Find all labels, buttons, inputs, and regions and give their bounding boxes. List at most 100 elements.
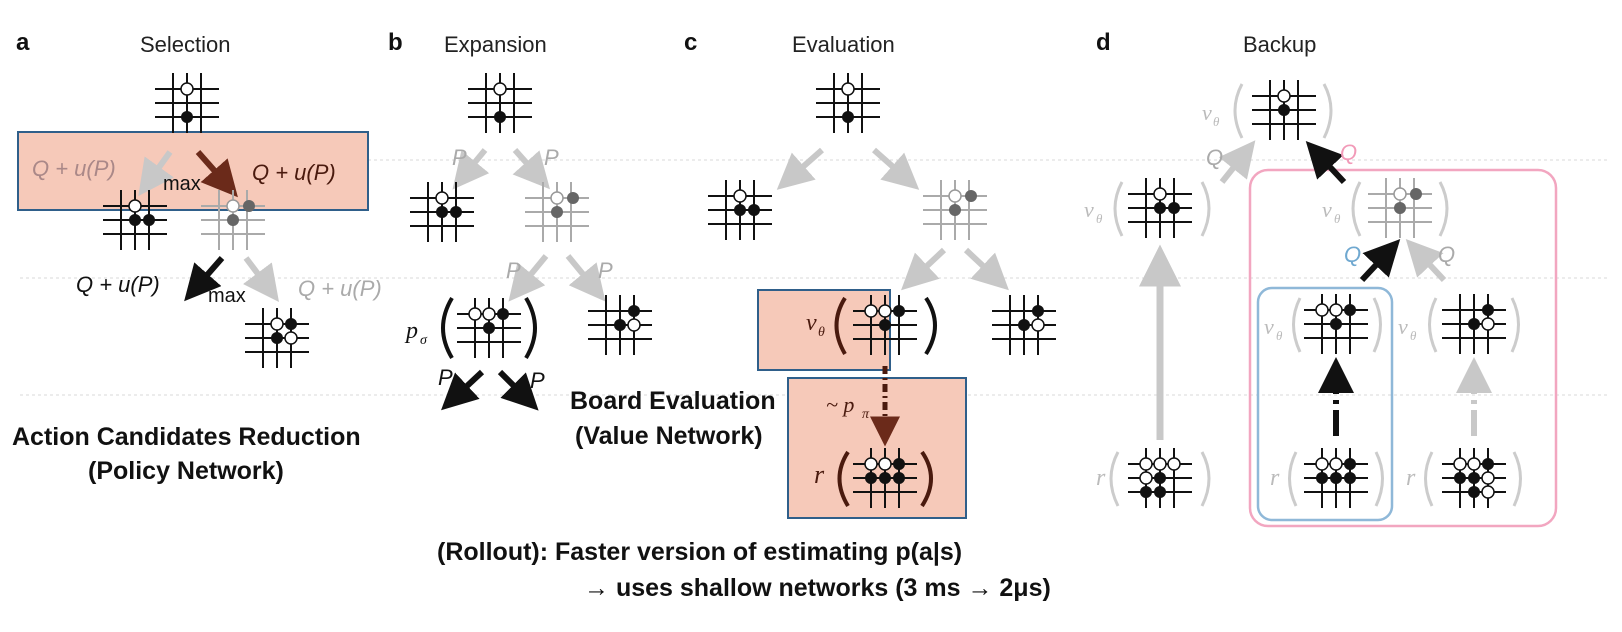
board-icon: [852, 447, 918, 509]
backup-arrow: [1218, 140, 1256, 184]
theta-subscript: θ: [1096, 211, 1103, 226]
q-label: Q: [1340, 140, 1357, 165]
open-paren: [1109, 451, 1120, 507]
theta-subscript: θ: [1410, 328, 1417, 343]
v-theta-label: v: [1322, 197, 1332, 222]
r-label: r: [1270, 465, 1280, 491]
board-icon: [587, 294, 653, 356]
gray-arrow: [138, 150, 174, 197]
panel-c-title: Evaluation: [792, 32, 895, 57]
board-icon: [922, 179, 988, 241]
blue-backup-box: [1256, 286, 1394, 522]
max-label: max: [163, 173, 201, 195]
gray-arrow: [508, 254, 549, 302]
rollout-label: (Rollout): Faster version of estimating …: [437, 538, 962, 566]
p-label: P: [598, 258, 613, 283]
gray-arrow: [565, 254, 606, 302]
r-label: r: [1406, 465, 1416, 491]
p-label: P: [530, 368, 545, 393]
q-u-p-label: Q + u(P): [32, 156, 116, 181]
board-icon: [102, 189, 168, 251]
open-paren: [834, 296, 847, 356]
v-theta-label: v: [1084, 197, 1094, 222]
board-icon: [154, 72, 220, 134]
rollout-highlight-box: [787, 377, 967, 519]
gray-arrow: [963, 247, 1009, 291]
panel-b-title: Expansion: [444, 32, 547, 57]
sigma-subscript: σ: [420, 333, 428, 348]
board-icon: [244, 307, 310, 369]
pink-backup-box: [1248, 168, 1558, 528]
board-icon: [524, 181, 590, 243]
board-icon: [409, 181, 475, 243]
panel-a-letter: a: [16, 29, 30, 56]
tilde-p-pi-label: ~ p: [826, 392, 854, 417]
close-paren: [1200, 181, 1211, 237]
p-sigma-label: p: [404, 318, 418, 344]
gray-arrow: [512, 148, 550, 190]
max-label: max: [208, 285, 246, 307]
board-evaluation-label: Board Evaluation: [570, 387, 776, 415]
gray-arrow: [243, 256, 279, 302]
close-paren: [1372, 297, 1382, 353]
value-network-label: (Value Network): [575, 422, 763, 450]
gray-arrow: [901, 247, 947, 291]
close-paren: [1200, 451, 1211, 507]
close-paren: [924, 296, 937, 356]
p-label: P: [452, 145, 467, 170]
open-paren: [1428, 297, 1438, 353]
close-paren: [1438, 181, 1449, 237]
close-paren: [1510, 297, 1520, 353]
board-icon: [1127, 177, 1193, 239]
open-paren: [1288, 451, 1298, 507]
q-label: Q: [1438, 242, 1455, 267]
panel-a-title: Selection: [140, 32, 231, 57]
close-paren: [524, 296, 537, 360]
p-label: P: [438, 365, 453, 390]
r-label: r: [1096, 465, 1106, 491]
open-paren: [1292, 297, 1302, 353]
close-paren: [1322, 83, 1333, 139]
v-theta-label: v: [806, 310, 817, 336]
close-paren: [920, 450, 933, 508]
max-arrow: [195, 150, 238, 198]
panel-b-letter: b: [388, 29, 403, 56]
theta-subscript: θ: [818, 325, 825, 340]
pi-subscript: π: [862, 407, 870, 422]
open-paren: [1424, 451, 1434, 507]
q-label: Q: [1344, 242, 1361, 267]
max-arrow: [184, 256, 225, 302]
q-u-p-label: Q + u(P): [76, 272, 160, 297]
action-candidates-label: Action Candidates Reduction: [12, 423, 361, 451]
q-label: Q: [1206, 145, 1223, 170]
open-paren: [1233, 83, 1244, 139]
gray-arrow: [452, 148, 490, 190]
panel-c-letter: c: [684, 29, 697, 56]
board-icon: [1367, 177, 1433, 239]
board-icon: [467, 72, 533, 134]
selection-highlight-box: [17, 131, 369, 211]
theta-subscript: θ: [1276, 328, 1283, 343]
backup-arrow: [1305, 141, 1347, 185]
panel-d-title: Backup: [1243, 32, 1316, 57]
open-paren: [1351, 181, 1362, 237]
backup-arrow: [1359, 239, 1401, 283]
open-paren: [837, 450, 850, 508]
board-icon: [991, 294, 1057, 356]
value-network-highlight-box: [757, 289, 891, 371]
shallow-networks-label: → uses shallow networks (3 ms → 2μs): [584, 574, 1051, 602]
panel-d-letter: d: [1096, 29, 1111, 56]
close-paren: [1374, 451, 1384, 507]
gray-arrow: [872, 147, 920, 190]
v-theta-label: v: [1398, 314, 1408, 339]
gray-arrow: [776, 147, 824, 190]
open-paren: [441, 296, 454, 360]
backup-arrow: [1405, 239, 1447, 283]
rollout-arrow: [497, 369, 539, 411]
board-icon: [1127, 447, 1193, 509]
policy-network-label: (Policy Network): [88, 457, 284, 485]
board-icon: [1251, 79, 1317, 141]
board-icon: [815, 72, 881, 134]
board-icon: [200, 189, 266, 251]
